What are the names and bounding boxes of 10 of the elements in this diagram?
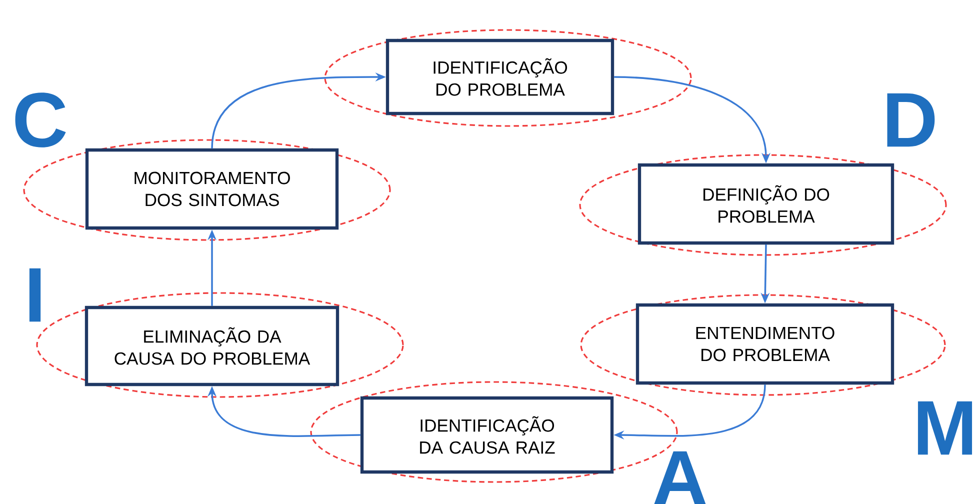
big-letter: C xyxy=(15,92,66,148)
process-box: IDENTIFICAÇÃO DO PROBLEMA xyxy=(386,38,614,116)
process-box: MONITORAMENTO DOS SINTOMAS xyxy=(85,148,339,230)
big-letter: D xyxy=(887,93,935,147)
process-box: ENTENDIMENTO DO PROBLEMA xyxy=(636,303,894,385)
process-box: ELIMINAÇÃO DA CAUSA DO PROBLEMA xyxy=(84,306,340,386)
big-letter: M xyxy=(918,401,972,455)
process-box: IDENTIFICAÇÃO DA CAUSA RAIZ xyxy=(360,396,614,474)
big-letter: I xyxy=(29,268,41,322)
process-box: DEFINIÇÃO DO PROBLEMA xyxy=(638,163,894,245)
